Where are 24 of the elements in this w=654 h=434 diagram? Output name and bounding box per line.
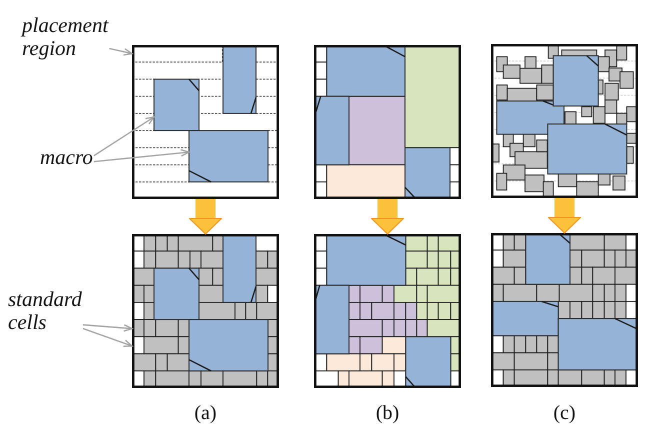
macro-block <box>222 45 257 114</box>
callout-label: standard cells <box>8 288 82 334</box>
floorplan-panel <box>132 45 279 199</box>
panel-caption: (a) <box>194 402 217 424</box>
leader-line <box>109 48 133 56</box>
block-arrow <box>189 199 222 234</box>
leader-line <box>94 149 190 162</box>
floorplan-panel <box>314 45 461 199</box>
floorplan-panel <box>314 234 461 388</box>
leader-line <box>94 116 155 156</box>
panel-caption: (b) <box>376 402 400 424</box>
macro-block <box>154 78 200 132</box>
leader-line <box>82 328 133 347</box>
leader-line <box>82 324 133 332</box>
block-arrow <box>548 198 581 234</box>
callout-label: placement region <box>22 14 108 60</box>
block-arrow <box>371 199 404 234</box>
placement-row <box>132 45 223 63</box>
panel-caption: (c) <box>553 402 576 424</box>
callout-label: macro <box>40 146 93 169</box>
floorplan-panel <box>491 233 638 387</box>
floorplan-panel <box>491 44 638 198</box>
floorplan-panel <box>132 234 279 388</box>
macro-block <box>188 130 268 182</box>
